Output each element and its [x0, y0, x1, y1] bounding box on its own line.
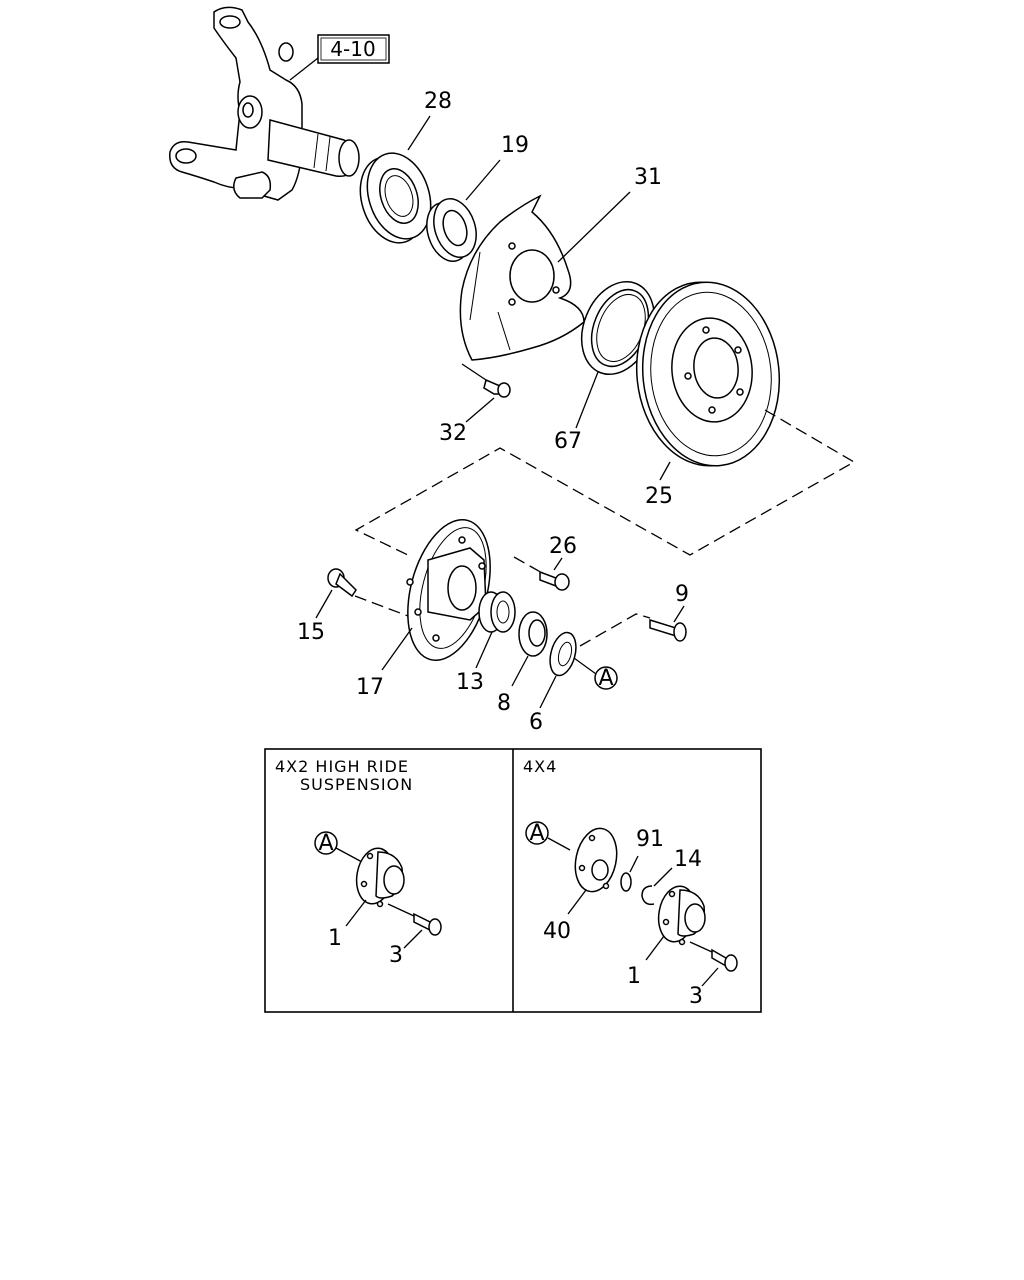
reference-box-4-10: 4-10 [289, 34, 390, 81]
panel-right-callout-1: 1 [627, 964, 641, 989]
snap-ring [620, 855, 639, 892]
reference-label: 4-10 [330, 37, 375, 61]
panel-right-title: 4X4 [523, 757, 557, 776]
circlip [641, 867, 673, 906]
inner-seal [511, 611, 548, 687]
callout-6: 6 [529, 710, 543, 735]
panel-4x4: 4X4 A [523, 757, 738, 1009]
callout-13: 13 [456, 670, 484, 695]
panel-left-callout-3: 3 [389, 943, 403, 968]
variant-panels [264, 748, 762, 1013]
panel-right-callout-91: 91 [636, 827, 664, 852]
callout-19: 19 [501, 133, 529, 158]
cap-bolt [387, 903, 442, 949]
panel-right-callout-A: A [529, 821, 544, 846]
callout-A: A [598, 666, 613, 691]
hub-screw [649, 605, 687, 642]
callout-25: 25 [645, 484, 673, 509]
panel-right-callout-40: 40 [543, 919, 571, 944]
wheel-hub [381, 519, 491, 671]
callout-32: 32 [439, 421, 467, 446]
callout-15: 15 [297, 620, 325, 645]
cap-bolt-4x4 [689, 941, 738, 987]
callout-17: 17 [356, 675, 384, 700]
brake-disc [635, 281, 781, 481]
inner-bearing [426, 159, 501, 262]
panel-right-callout-14: 14 [674, 847, 702, 872]
panel-4x2-high-ride: 4X2 HIGH RIDE SUSPENSION A 1 3 [275, 757, 442, 968]
drive-flange [574, 827, 618, 893]
callout-26: 26 [549, 534, 577, 559]
dust-shield [459, 191, 631, 361]
hub-bolt [315, 568, 357, 619]
callout-28: 28 [424, 89, 452, 114]
bearing-race [475, 591, 516, 669]
hub-cap [355, 847, 405, 908]
shield-bolt [461, 363, 511, 423]
alignment-lines [354, 409, 856, 647]
disc-bolt [539, 557, 570, 591]
outer-bearing [359, 115, 432, 244]
panel-left-callout-1: 1 [328, 926, 342, 951]
panel-right-callout-3: 3 [689, 984, 703, 1009]
oil-seal [575, 280, 656, 429]
callout-8: 8 [497, 691, 511, 716]
panel-left-callout-A: A [318, 831, 333, 856]
panel-left-title-line2: SUSPENSION [300, 775, 413, 794]
steering-knuckle [169, 6, 360, 201]
lock-washer: A [539, 631, 618, 709]
panel-left-title-line1: 4X2 HIGH RIDE [275, 757, 409, 776]
callout-31: 31 [634, 165, 662, 190]
callout-9: 9 [675, 582, 689, 607]
callout-67: 67 [554, 429, 582, 454]
hub-cap-4x4 [657, 885, 706, 946]
